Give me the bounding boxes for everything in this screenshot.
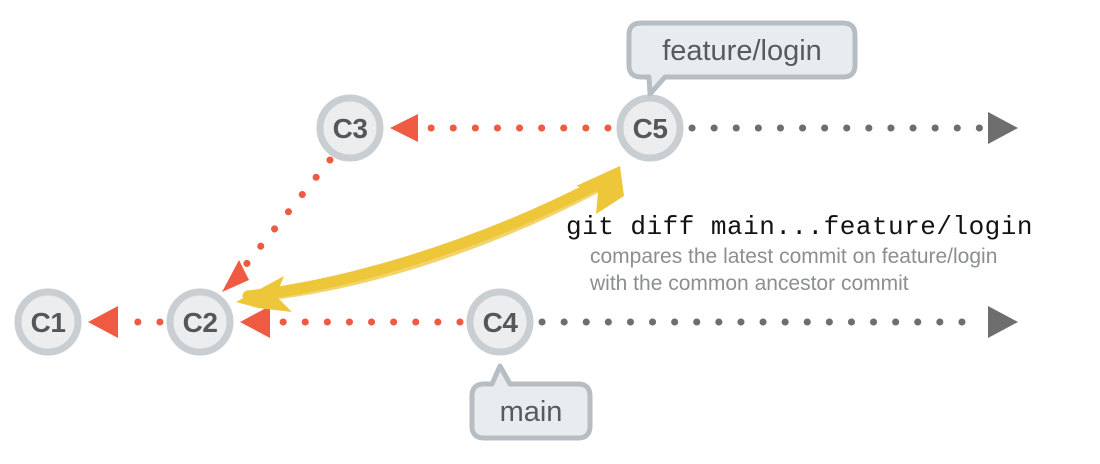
- commit-node-c1[interactable]: C1: [14, 288, 82, 356]
- commit-label-c5: C5: [633, 113, 668, 144]
- edge-diff-span: [236, 166, 624, 312]
- branch-label-feature-login[interactable]: feature/login: [626, 20, 858, 97]
- branch-label-feature-login-text: feature/login: [662, 35, 822, 67]
- diff-annotation: git diff main...feature/login compares t…: [566, 212, 1033, 295]
- commit-circle-c2[interactable]: [166, 288, 234, 356]
- edge-c4-future-arrowhead: [988, 306, 1018, 338]
- edge-c5-future-arrowhead: [988, 112, 1018, 144]
- diff-command-text: git diff main...feature/login: [566, 212, 1033, 242]
- edge-c3-to-c2: [222, 156, 334, 292]
- diff-span-shaft-texture: [249, 185, 604, 302]
- edge-c2-to-c1-arrowhead: [88, 306, 118, 338]
- branch-label-main-bubble[interactable]: [469, 363, 593, 441]
- branch-label-main-text: main: [500, 396, 563, 428]
- commit-label-c3: C3: [333, 113, 368, 144]
- edge-c3-to-c2-line: [236, 156, 334, 276]
- commit-node-c4[interactable]: C4: [466, 288, 534, 356]
- edge-c4-future: [538, 306, 1018, 338]
- commit-node-c3[interactable]: C3: [316, 94, 384, 162]
- edge-c4-to-c2: [240, 306, 464, 338]
- branch-label-feature-login-bubble[interactable]: [626, 20, 858, 97]
- commit-label-c2: C2: [183, 307, 218, 338]
- branch-label-main[interactable]: main: [469, 363, 593, 441]
- diff-description-line-1: compares the latest commit on feature/lo…: [590, 245, 997, 268]
- commit-node-c2[interactable]: C2: [166, 288, 234, 356]
- edge-c2-to-c1: [88, 306, 164, 338]
- edge-c4-to-c2-arrowhead: [240, 306, 270, 338]
- diff-span-shaft: [242, 178, 604, 302]
- edge-c5-to-c3-arrowhead: [390, 114, 418, 142]
- commit-node-c5[interactable]: C5: [616, 94, 684, 162]
- commit-label-c4: C4: [483, 307, 519, 338]
- edge-c5-future: [688, 112, 1018, 144]
- commit-circle-c3[interactable]: [316, 94, 384, 162]
- edge-c5-to-c3: [390, 114, 612, 142]
- commit-circle-c1[interactable]: [14, 288, 82, 356]
- diff-span-arrowhead-right: [576, 166, 624, 214]
- commit-circle-c5[interactable]: [616, 94, 684, 162]
- diff-description-line-2: with the common ancestor commit: [589, 272, 909, 295]
- edge-c3-to-c2-arrowhead: [222, 260, 249, 292]
- commit-label-c1: C1: [31, 307, 66, 338]
- diff-span-arrowhead-left: [236, 276, 292, 312]
- commit-circle-c4[interactable]: [466, 288, 534, 356]
